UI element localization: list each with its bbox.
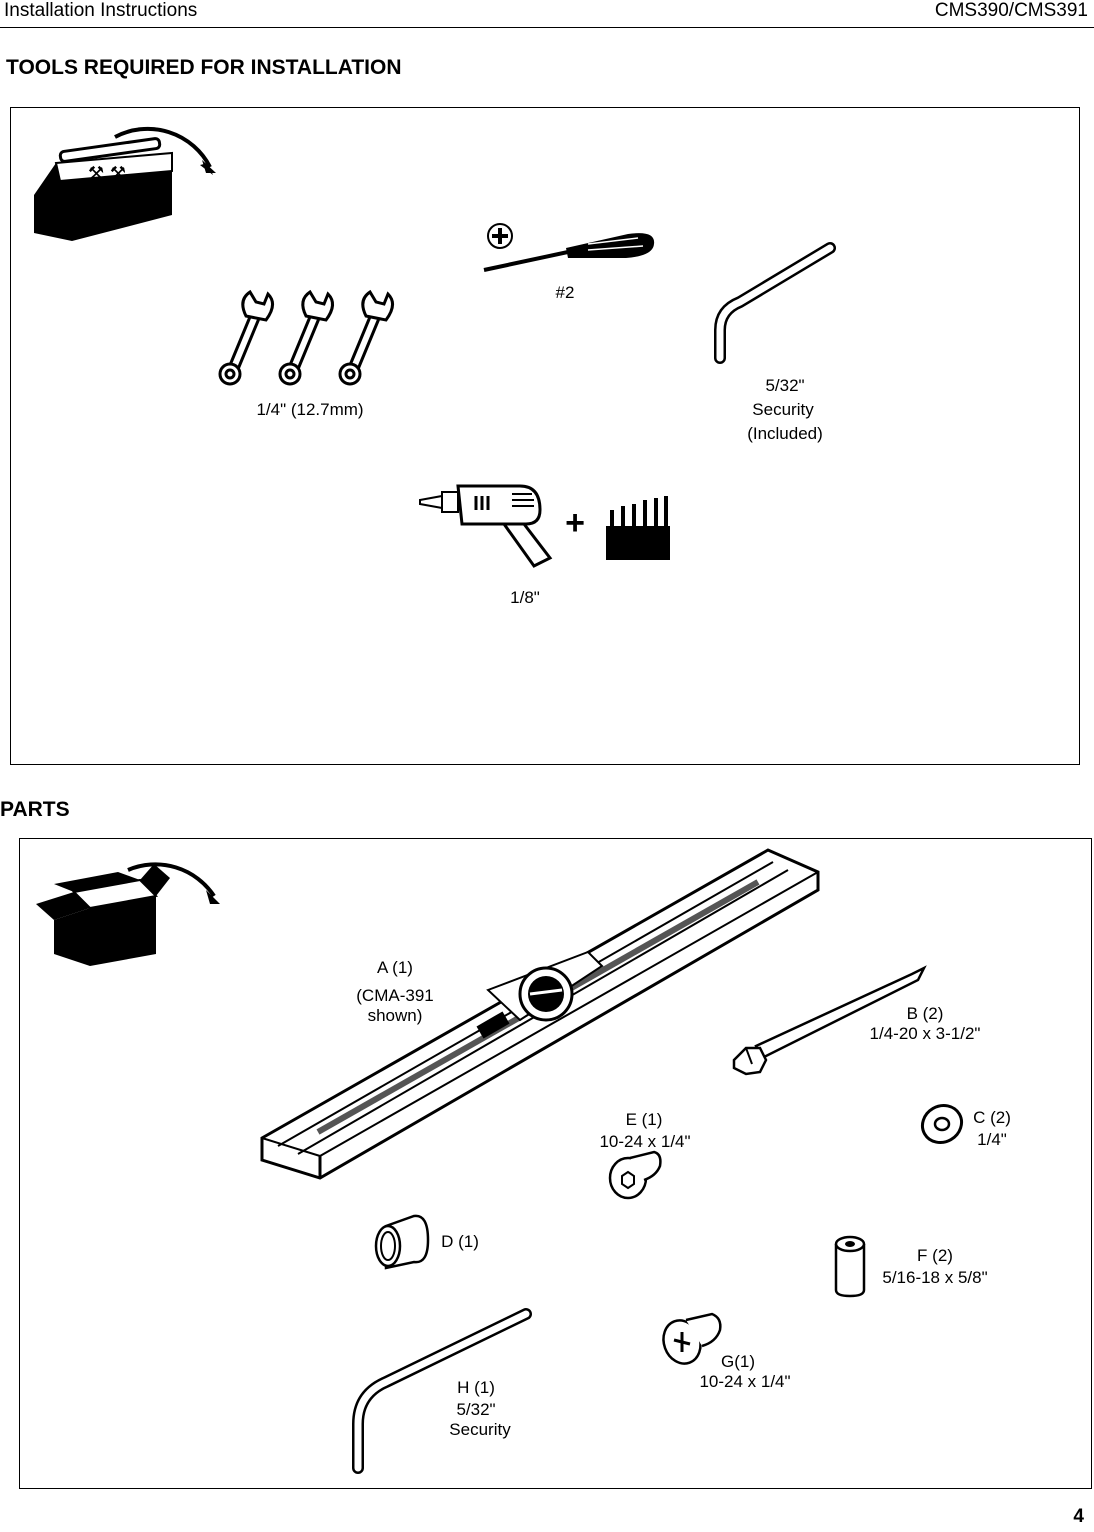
coupling-nut-part-f: [834, 1235, 866, 1298]
part-f-label: F (2): [917, 1246, 953, 1265]
toolbox-icon: ⚒ ⚒: [34, 126, 216, 241]
part-a-label: A (1): [377, 958, 413, 977]
svg-text:⚒ ⚒: ⚒ ⚒: [88, 163, 126, 184]
part-a-model: (CMA-391: [356, 986, 434, 1005]
part-h-type: Security: [449, 1420, 511, 1439]
hex-key-size: 5/32": [765, 376, 805, 395]
part-d-label: D (1): [441, 1232, 479, 1251]
screwdriver-label: #2: [555, 283, 575, 302]
tools-section-title: TOOLS REQUIRED FOR INSTALLATION: [6, 56, 402, 79]
part-a-note: shown): [367, 1006, 423, 1025]
header-model: CMS390/CMS391: [934, 0, 1088, 21]
drill-bit-size: 1/8": [510, 588, 540, 607]
page-number: 4: [1073, 1506, 1084, 1527]
part-e-size: 10-24 x 1/4": [599, 1132, 691, 1151]
phillips-screwdriver-icon: [483, 223, 655, 272]
phillips-screw-part-g: [662, 1312, 722, 1365]
drill-icon: [419, 484, 553, 568]
wrench-icon: [218, 289, 394, 386]
part-f-size: 5/16-18 x 5/8": [882, 1268, 988, 1287]
part-h-size: 5/32": [456, 1400, 496, 1419]
hex-key-note: (Included): [747, 424, 823, 443]
plus-sign: +: [565, 504, 585, 542]
screw-part-e: [608, 1150, 662, 1200]
hex-key-part-h: [352, 1308, 532, 1474]
open-box-icon: [36, 862, 220, 966]
part-h-label: H (1): [457, 1378, 495, 1397]
hex-key-type: Security: [752, 400, 814, 419]
bolt-part-b: [732, 965, 927, 1076]
hex-key-icon: [714, 242, 836, 364]
wrench-label: 1/4" (12.7mm): [256, 400, 364, 419]
part-c-label: C (2): [973, 1108, 1011, 1127]
header-rule: [0, 27, 1094, 28]
part-b-label: B (2): [906, 1004, 944, 1023]
part-g-size: 10-24 x 1/4": [699, 1372, 791, 1391]
part-c-size: 1/4": [977, 1130, 1007, 1149]
parts-panel: [19, 838, 1092, 1489]
washer-part-c: [920, 1103, 964, 1145]
tools-panel: [10, 107, 1080, 765]
drill-bits-icon: [606, 496, 670, 560]
parts-section-title: PARTS: [0, 798, 70, 821]
part-e-label: E (1): [625, 1110, 663, 1129]
mounting-rail-part-a: [260, 848, 820, 1180]
part-b-size: 1/4-20 x 3-1/2": [869, 1024, 981, 1043]
spacer-part-d: [374, 1214, 430, 1270]
part-g-label: G(1): [721, 1352, 755, 1371]
header-title: Installation Instructions: [4, 0, 198, 21]
